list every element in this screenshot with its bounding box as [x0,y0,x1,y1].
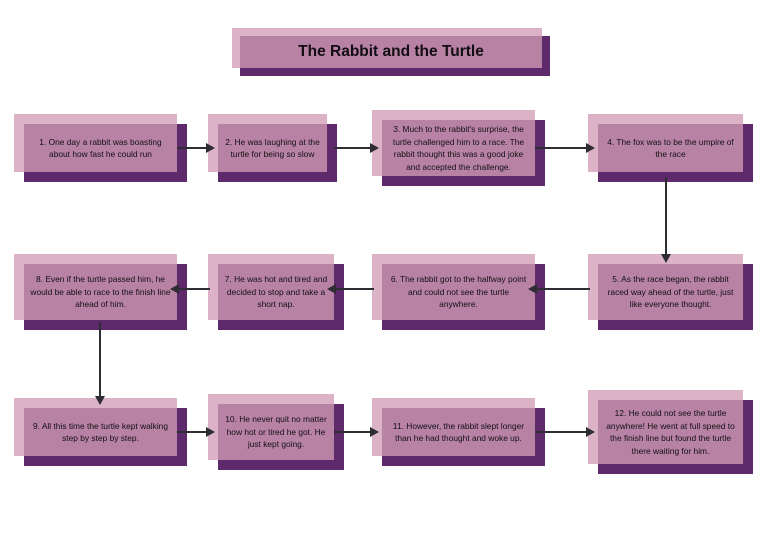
connector-8-to-9-arrowhead [95,396,105,405]
node-8-face: 8. Even if the turtle passed him, he wou… [24,264,177,320]
connector-11-to-12-line [535,431,588,433]
node-9-label: 9. All this time the turtle kept walking… [33,420,168,444]
node-12-face: 12. He could not see the turtle anywhere… [598,400,743,464]
node-10-face: 10. He never quit no matter how hot or t… [218,404,334,460]
connector-2-to-3-line [334,147,373,149]
node-2-face: 2. He was laughing at the turtle for bei… [218,124,327,172]
connector-2-to-3-arrowhead [370,143,379,153]
connector-7-to-8-arrowhead [170,284,179,294]
page-title: The Rabbit and the Turtle [298,43,484,60]
connector-9-to-10-arrowhead [206,427,215,437]
connector-8-to-9-line [99,322,101,400]
connector-6-to-7-arrowhead [327,284,336,294]
flow-node-4[interactable]: 4. The fox was to be the umpire of the r… [588,114,753,182]
flow-node-11[interactable]: 11. However, the rabbit slept longer tha… [372,398,545,466]
node-5-face: 5. As the race began, the rabbit raced w… [598,264,743,320]
connector-5-to-6-line [537,288,590,290]
connector-3-to-4-line [535,147,588,149]
node-10-label: 10. He never quit no matter how hot or t… [225,414,327,450]
connector-1-to-2-line [177,147,209,149]
title-box-face: The Rabbit and the Turtle [240,36,542,68]
connector-9-to-10-line [177,431,209,433]
flow-node-7[interactable]: 7. He was hot and tired and decided to s… [208,254,344,330]
connector-10-to-11-line [334,431,373,433]
flow-node-10[interactable]: 10. He never quit no matter how hot or t… [208,394,344,470]
flow-node-8[interactable]: 8. Even if the turtle passed him, he wou… [14,254,187,330]
node-11-label: 11. However, the rabbit slept longer tha… [392,420,525,444]
connector-6-to-7-line [336,288,374,290]
flow-node-9[interactable]: 9. All this time the turtle kept walking… [14,398,187,466]
flow-node-6[interactable]: 6. The rabbit got to the halfway point a… [372,254,545,330]
node-3-label: 3. Much to the rabbit's surprise, the tu… [392,124,525,172]
flow-node-3[interactable]: 3. Much to the rabbit's surprise, the tu… [372,110,545,186]
node-4-face: 4. The fox was to be the umpire of the r… [598,124,743,172]
node-7-face: 7. He was hot and tired and decided to s… [218,264,334,320]
flow-node-12[interactable]: 12. He could not see the turtle anywhere… [588,390,753,474]
node-2-label: 2. He was laughing at the turtle for bei… [225,136,320,160]
flow-node-5[interactable]: 5. As the race began, the rabbit raced w… [588,254,753,330]
node-1-label: 1. One day a rabbit was boasting about h… [39,136,162,160]
flow-node-2[interactable]: 2. He was laughing at the turtle for bei… [208,114,337,182]
connector-7-to-8-line [179,288,210,290]
connector-1-to-2-arrowhead [206,143,215,153]
connector-11-to-12-arrowhead [586,427,595,437]
node-12-label: 12. He could not see the turtle anywhere… [606,408,735,456]
node-9-face: 9. All this time the turtle kept walking… [24,408,177,456]
node-8-label: 8. Even if the turtle passed him, he wou… [30,274,171,310]
node-5-label: 5. As the race began, the rabbit raced w… [607,274,734,310]
node-7-label: 7. He was hot and tired and decided to s… [224,274,328,310]
node-4-label: 4. The fox was to be the umpire of the r… [607,136,734,160]
node-6-face: 6. The rabbit got to the halfway point a… [382,264,535,320]
connector-5-to-6-arrowhead [528,284,537,294]
flow-node-1[interactable]: 1. One day a rabbit was boasting about h… [14,114,187,182]
node-1-face: 1. One day a rabbit was boasting about h… [24,124,177,172]
node-6-label: 6. The rabbit got to the halfway point a… [390,274,527,310]
connector-3-to-4-arrowhead [586,143,595,153]
connector-4-to-5-line [665,177,667,259]
connector-10-to-11-arrowhead [370,427,379,437]
connector-4-to-5-arrowhead [661,254,671,263]
chart-title-box: The Rabbit and the Turtle [232,28,550,76]
node-11-face: 11. However, the rabbit slept longer tha… [382,408,535,456]
node-3-face: 3. Much to the rabbit's surprise, the tu… [382,120,535,176]
